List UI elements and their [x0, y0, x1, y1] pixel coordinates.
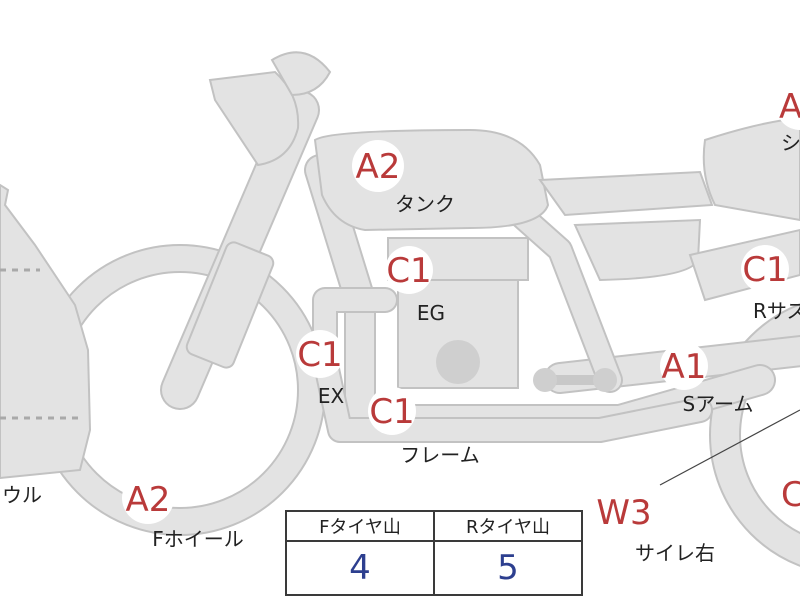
marker-engine: C1 EG [385, 246, 445, 325]
marker-frame: C1 フレーム [368, 387, 480, 467]
engine [387, 237, 617, 392]
marker-seat: A シ [776, 82, 800, 155]
label-muffler-right: サイレ右 [635, 541, 715, 565]
exhaust-pipe [312, 287, 713, 443]
rear-tread-header: Rタイヤ山 [433, 510, 583, 542]
label-engine: EG [417, 301, 445, 325]
grade-rear-wheel: C [781, 475, 800, 515]
marker-swingarm: A1 Sアーム [660, 342, 753, 416]
marker-rear-suspension: C1 Rサス [741, 245, 800, 323]
side-cover [573, 218, 702, 282]
rear-tread-value: 5 [433, 540, 583, 596]
front-cowl [0, 183, 92, 480]
label-frame: フレーム [400, 443, 479, 467]
grade-exhaust: C1 [297, 335, 342, 375]
label-cowl: ウル [2, 483, 42, 507]
grade-frame: C1 [369, 392, 414, 432]
marker-muffler-right: W3 サイレ右 [596, 485, 715, 565]
grade-tank: A2 [356, 147, 401, 187]
grade-swingarm: A1 [662, 347, 707, 387]
grade-muffler-right: W3 [596, 493, 651, 533]
handlebar [270, 51, 332, 97]
tread-table-value-row: 4 5 [285, 540, 583, 596]
marker-cowl: ウル [2, 483, 42, 507]
label-front-wheel: Fホイール [152, 527, 244, 551]
label-tank: タンク [395, 192, 455, 216]
grade-seat: A [779, 87, 800, 127]
label-seat: シ [781, 131, 800, 155]
seat [538, 170, 714, 217]
front-tread-value: 4 [285, 540, 435, 596]
front-tread-header: Fタイヤ山 [285, 510, 435, 542]
tread-table-header-row: Fタイヤ山 Rタイヤ山 [285, 510, 583, 542]
marker-exhaust: C1 EX [296, 330, 344, 408]
grade-engine: C1 [386, 251, 431, 291]
marker-tank: A2 タンク [352, 140, 455, 216]
grade-front-wheel: A2 [126, 480, 171, 520]
label-swingarm: Sアーム [683, 392, 754, 416]
tire-tread-table: Fタイヤ山 Rタイヤ山 4 5 [285, 510, 583, 596]
marker-front-wheel: A2 Fホイール [122, 472, 244, 551]
muffler-leader-line [659, 409, 800, 486]
label-exhaust: EX [318, 384, 345, 408]
tail-cowl [702, 116, 800, 222]
marker-rear-wheel: C [776, 470, 800, 518]
grade-rear-suspension: C1 [742, 250, 787, 290]
headlight [208, 70, 300, 167]
label-rear-suspension: Rサス [753, 299, 800, 323]
